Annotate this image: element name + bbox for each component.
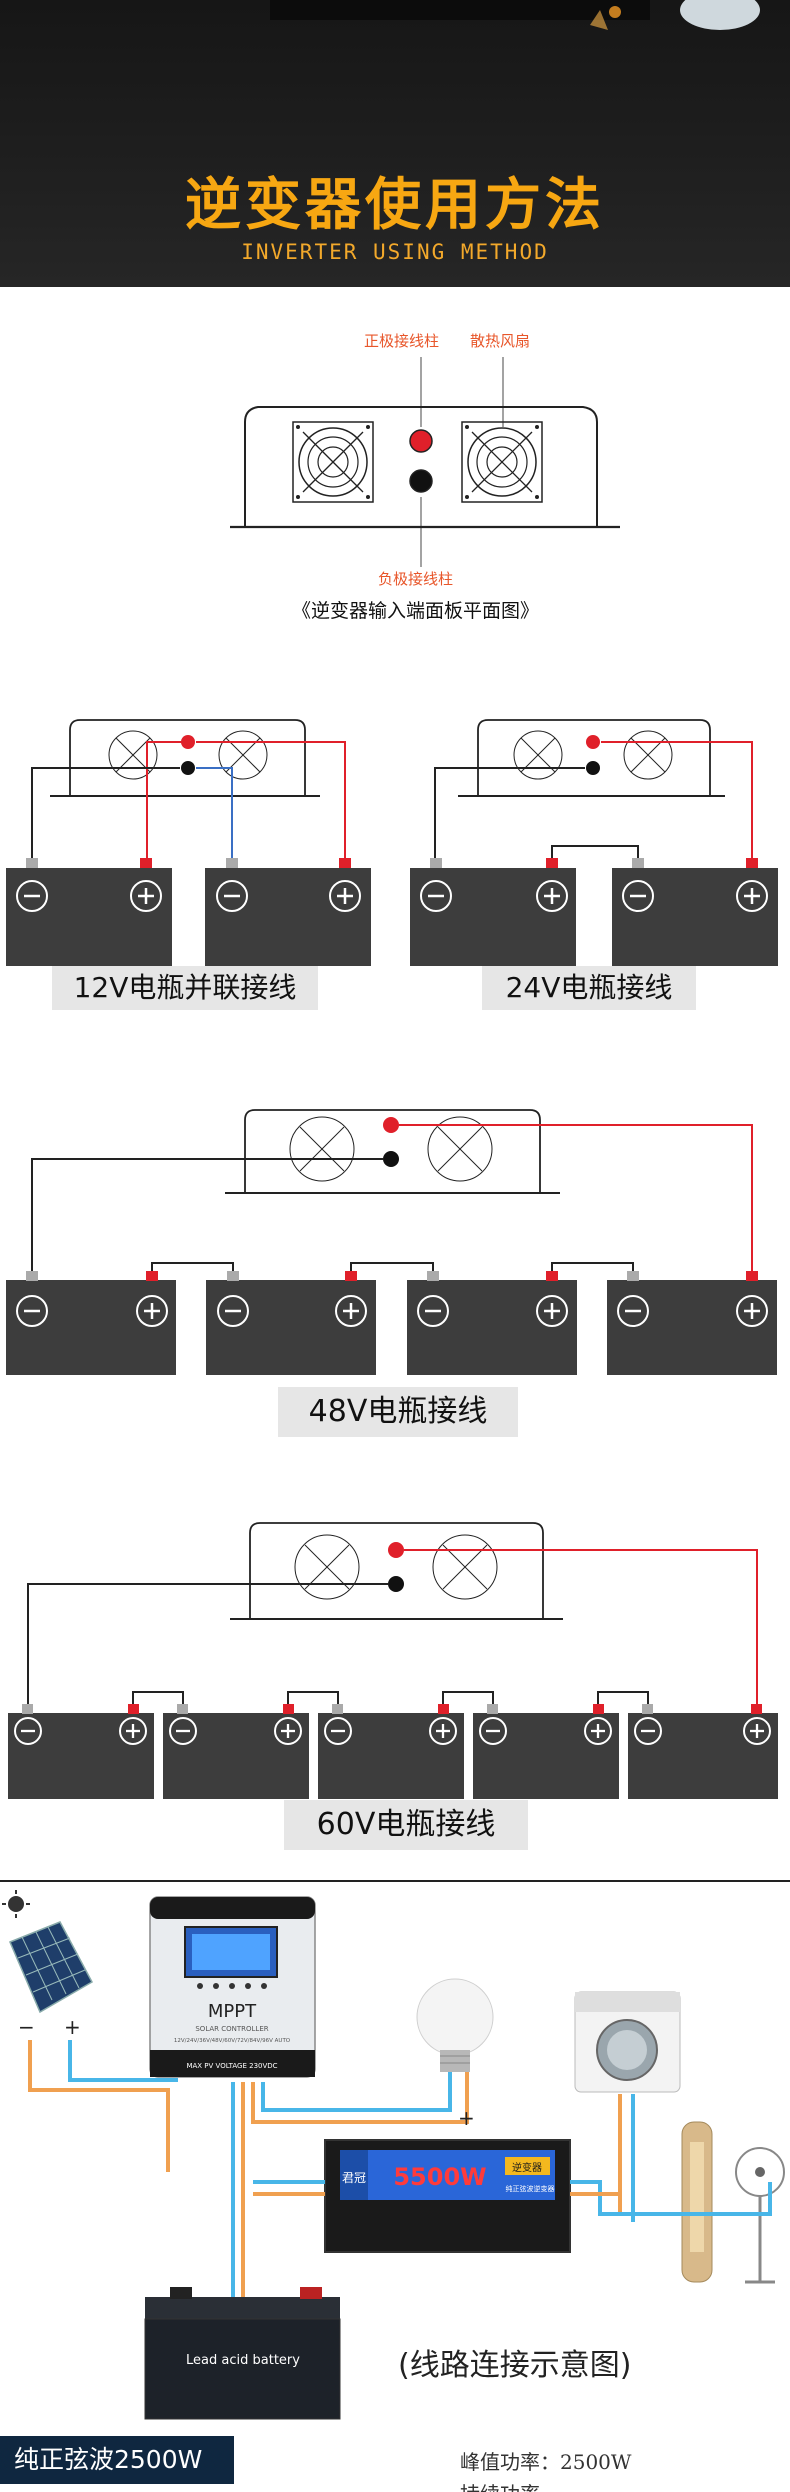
wire-48v-series-1 bbox=[151, 1262, 234, 1273]
negative-terminal-icon bbox=[409, 469, 433, 493]
inverter-panel-diagram bbox=[230, 357, 620, 567]
page-subtitle: INVERTER USING METHOD bbox=[241, 240, 549, 264]
header-banner bbox=[0, 0, 790, 287]
sun-icon bbox=[2, 1890, 30, 1918]
wire-24v-black bbox=[434, 767, 585, 862]
wire-60v-series-2 bbox=[287, 1691, 339, 1708]
wiring-48v bbox=[6, 1109, 777, 1375]
page-title: 逆变器使用方法 bbox=[185, 173, 605, 238]
label-negative-terminal: 负极接线柱 bbox=[378, 570, 454, 588]
fan-icon-left bbox=[292, 421, 374, 503]
wire-12v-black bbox=[31, 767, 180, 862]
battery-60v-row bbox=[8, 1704, 778, 1799]
battery-24v-b bbox=[612, 858, 778, 966]
wire-solar-pos bbox=[68, 2040, 178, 2082]
wire-12v-red-right bbox=[196, 741, 346, 862]
wire-60v-series-4 bbox=[597, 1691, 649, 1708]
inverter-housing bbox=[244, 406, 598, 527]
inverter-small-12v bbox=[50, 719, 320, 797]
spark-glow bbox=[609, 6, 621, 18]
wire-48v-black bbox=[31, 1158, 383, 1273]
solar-plus-label: + bbox=[64, 2015, 81, 2039]
header-decoration bbox=[270, 0, 760, 30]
label-positive-terminal: 正极接线柱 bbox=[364, 332, 440, 350]
stand-fan-icon bbox=[735, 2147, 785, 2284]
wire-60v-black bbox=[27, 1583, 388, 1708]
caption-12v: 12V电瓶并联接线 bbox=[52, 966, 318, 1010]
inverter-power: 5500W bbox=[393, 2163, 486, 2191]
inverter-small-24v bbox=[458, 719, 725, 797]
wire-solar-neg bbox=[28, 2040, 170, 2172]
bulb-plus-label: + bbox=[458, 2106, 475, 2130]
controller-footer: MAX PV VOLTAGE 230VDC bbox=[186, 2062, 277, 2070]
inverter-48v bbox=[225, 1109, 560, 1194]
inverter-brand: 君冠 bbox=[342, 2171, 366, 2185]
inverter-60v bbox=[230, 1522, 563, 1620]
caption-24v: 24V电瓶接线 bbox=[482, 966, 696, 1010]
caption-60v: 60V电瓶接线 bbox=[284, 1800, 528, 1850]
wire-ctrl-to-bulb-1 bbox=[251, 2072, 469, 2124]
inverter-sub: 纯正弦波逆变器 bbox=[506, 2184, 555, 2193]
wire-48v-series-2 bbox=[350, 1262, 434, 1273]
peak-power-label: 峰值功率： bbox=[460, 2450, 560, 2474]
system-caption: (线路连接示意图) bbox=[398, 2348, 632, 2383]
wire-inverter-out-1 bbox=[570, 2180, 772, 2216]
battery-12v-a bbox=[6, 858, 172, 966]
solar-panel-icon bbox=[9, 1921, 94, 2014]
battery-label: Lead acid battery bbox=[186, 2353, 300, 2368]
caption-48v: 48V电瓶接线 bbox=[278, 1387, 518, 1437]
tower-appliance-icon bbox=[681, 2121, 713, 2283]
controller-sub: SOLAR CONTROLLER bbox=[195, 2025, 268, 2033]
battery-24v-a bbox=[410, 858, 576, 966]
system-connection-diagram: − + MPPT SOLAR CONTROLLER 12V/24V/36V/48… bbox=[2, 1890, 785, 2420]
peak-power-value: 2500W bbox=[560, 2450, 632, 2474]
mppt-controller bbox=[149, 1896, 316, 2078]
controller-brand: MPPT bbox=[208, 2001, 257, 2022]
wire-48v-series-3 bbox=[551, 1262, 634, 1273]
spark-icon bbox=[590, 10, 608, 30]
wire-12v-blue bbox=[196, 767, 233, 862]
wiring-12v-24v bbox=[6, 719, 778, 966]
light-bulb-icon bbox=[416, 1978, 494, 2072]
battery-48v-row bbox=[6, 1271, 777, 1375]
solar-minus-label: − bbox=[18, 2015, 35, 2039]
washing-machine-icon bbox=[574, 1991, 681, 2093]
wiring-60v bbox=[8, 1522, 778, 1799]
header-device-strip bbox=[270, 0, 650, 20]
wire-24v-series bbox=[551, 845, 639, 862]
wire-60v-series-3 bbox=[442, 1691, 494, 1708]
wire-60v-series-1 bbox=[132, 1691, 184, 1708]
continuous-power-row: 持续功率 bbox=[460, 2478, 540, 2492]
wire-48v-red bbox=[399, 1124, 753, 1273]
wire-12v-red-left bbox=[146, 741, 188, 862]
continuous-power-label: 持续功率 bbox=[460, 2482, 540, 2492]
wire-24v-red bbox=[601, 741, 753, 862]
lead-acid-battery-icon bbox=[144, 2287, 341, 2420]
positive-terminal-icon bbox=[409, 429, 433, 453]
panel-caption: 《逆变器输入端面板平面图》 bbox=[292, 600, 540, 622]
section-divider bbox=[0, 1880, 790, 1882]
wire-60v-red bbox=[404, 1549, 758, 1708]
inverter-5500w bbox=[324, 2139, 571, 2253]
wire-ctrl-to-bulb-2 bbox=[261, 2072, 452, 2112]
appliance-corner-icon bbox=[680, 0, 760, 30]
controller-sub2: 12V/24V/36V/48V/60V/72V/84V/96V AUTO bbox=[174, 2038, 291, 2044]
label-cooling-fan: 散热风扇 bbox=[470, 332, 531, 350]
battery-12v-b bbox=[205, 858, 371, 966]
fan-icon-right bbox=[461, 421, 543, 503]
peak-power-row: 峰值功率：2500W bbox=[460, 2446, 631, 2475]
inverter-tag: 逆变器 bbox=[512, 2161, 542, 2174]
product-title: 纯正弦波2500W bbox=[0, 2436, 234, 2484]
